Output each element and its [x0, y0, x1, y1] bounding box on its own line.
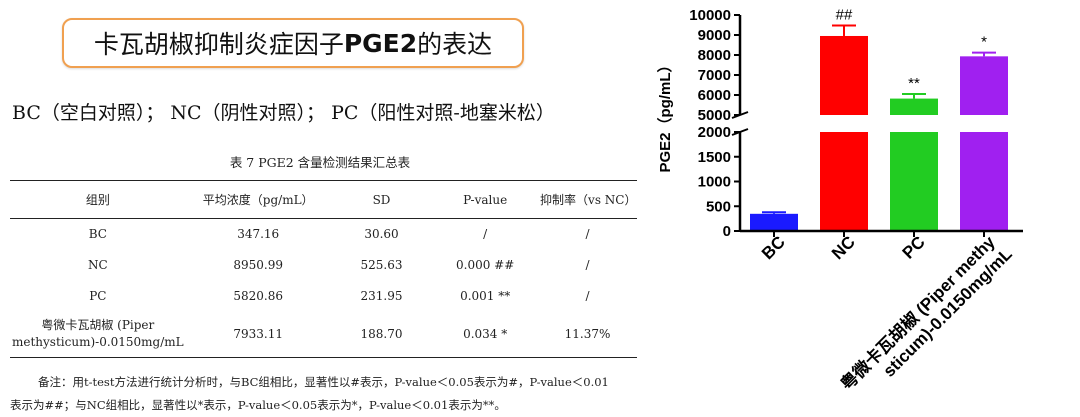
cell-mean: 5820.86: [233, 289, 283, 303]
x-tick-label: BC: [758, 232, 789, 263]
cell-sd: 30.60: [364, 227, 399, 242]
cell-sd: 231.95: [360, 289, 403, 303]
table-row: PC 5820.86 231.95 0.001 ** /: [10, 281, 637, 312]
cell-pvalue: 0.000 ##: [456, 258, 515, 272]
y-tick-label: 5000: [698, 107, 731, 124]
bar-BC: [750, 213, 798, 231]
table-note: 备注：用t-test方法进行统计分析时，与BC组相比，显著性以#表示，P-val…: [38, 375, 609, 389]
bar-upper-segment: [960, 56, 1008, 115]
x-tick-label: sticum)-0.0150mg/mL: [879, 244, 1015, 380]
results-table: 组别 平均浓度（pg/mL） SD P-value 抑制率（vs NC） BC …: [10, 180, 637, 358]
table-row: 粤微卡瓦胡椒 (Piper methysticum)-0.0150mg/mL 79…: [10, 312, 637, 358]
table-row: NC 8950.99 525.63 0.000 ## /: [10, 250, 637, 281]
cell-group: 粤微卡瓦胡椒 (Piper methysticum)-0.0150mg/mL: [10, 312, 186, 358]
y-tick-label: 1500: [698, 149, 731, 166]
cell-group: PC: [89, 289, 107, 303]
cell-group: BC: [88, 227, 107, 242]
header-inhibition: 抑制率（vs NC）: [540, 193, 637, 207]
cell-sd: 188.70: [360, 327, 403, 342]
y-tick-label: 2000: [698, 124, 731, 141]
cell-inhibition: /: [585, 289, 590, 303]
cell-pvalue: 0.034 *: [463, 327, 508, 342]
table-caption: 表 7 PGE2 含量检测结果汇总表: [229, 155, 411, 170]
cell-mean: 347.16: [237, 227, 280, 242]
y-tick-label: 500: [706, 198, 731, 215]
y-tick-label: 7000: [698, 67, 731, 84]
cell-mean: 7933.11: [233, 327, 283, 342]
cell-inhibition: 11.37%: [564, 327, 611, 342]
y-tick-label: 8000: [698, 47, 731, 64]
bar-upper-segment: [820, 35, 868, 115]
table-row: BC 347.16 30.60 / /: [10, 219, 637, 250]
header-group: 组别: [85, 193, 110, 207]
cell-sd: 525.63: [360, 258, 403, 272]
y-tick-label: 9000: [698, 27, 731, 44]
cell-group-line1: 粤微卡瓦胡椒 (Piper: [41, 318, 155, 333]
title-prefix: 卡瓦胡椒抑制炎症因子: [93, 30, 344, 59]
pge2-bar-chart: ##***50006000700080009000100000500100015…: [656, 6, 1023, 394]
title-suffix: 的表达: [417, 30, 493, 59]
table-header-row: 组别 平均浓度（pg/mL） SD P-value 抑制率（vs NC）: [10, 181, 637, 219]
x-tick-label: PC: [899, 232, 929, 262]
x-tick-label: NC: [828, 232, 859, 263]
header-sd: SD: [372, 192, 391, 207]
bar-lower-segment: [820, 132, 868, 231]
y-tick-label: 6000: [698, 87, 731, 104]
significance-mark: *: [981, 34, 987, 51]
cell-inhibition: /: [585, 227, 590, 242]
bar-upper-segment: [890, 98, 938, 115]
cell-inhibition: /: [585, 258, 590, 272]
cell-pvalue: /: [483, 227, 488, 242]
y-tick-label: 10000: [689, 7, 731, 24]
header-mean: 平均浓度（pg/mL）: [202, 193, 314, 207]
cell-group: NC: [87, 258, 108, 272]
cell-pvalue: 0.001 **: [460, 289, 511, 303]
y-tick-label: 0: [723, 223, 731, 240]
y-tick-label: 1000: [698, 174, 731, 191]
y-axis-label: PGE2（pg/mL）: [656, 57, 674, 172]
groups-legend-text: BC（空白对照）； NC（阴性对照）； PC（阳性对照-地塞米松）: [12, 102, 555, 124]
cell-group-line2: methysticum)-0.0150mg/mL: [12, 335, 184, 350]
cell-mean: 8950.99: [233, 258, 283, 272]
bar-lower-segment: [890, 132, 938, 231]
bar-lower-segment: [960, 132, 1008, 231]
table-note-continued: 表示为##；与NC组相比，显著性以*表示，P-value＜0.05表示为*，P-…: [10, 398, 506, 412]
significance-mark: ##: [836, 6, 853, 23]
header-pvalue: P-value: [463, 192, 508, 207]
title-bold: PGE2: [343, 28, 418, 58]
significance-mark: **: [908, 75, 920, 92]
